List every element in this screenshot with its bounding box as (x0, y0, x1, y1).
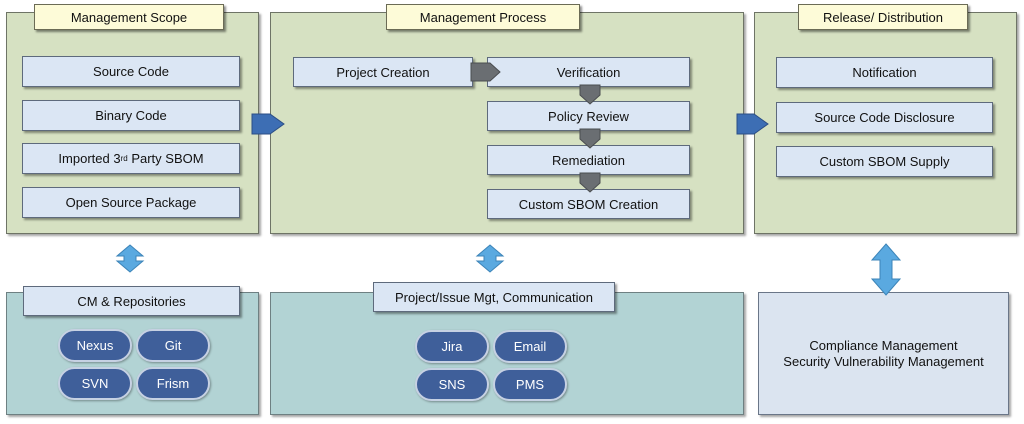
tool-frism: Frism (136, 367, 210, 400)
compliance-panel: Compliance Management Security Vulnerabi… (758, 292, 1009, 415)
tool-sns: SNS (415, 368, 489, 401)
scope-item-source-code: Source Code (22, 56, 240, 87)
tool-git: Git (136, 329, 210, 362)
tool-email: Email (493, 330, 567, 363)
arrow-process-project-bidirectional (475, 244, 505, 273)
arrow-scope-to-process (251, 113, 285, 135)
tool-svn: SVN (58, 367, 132, 400)
arrow-policy-to-remediation (579, 128, 601, 149)
compliance-line-2: Security Vulnerability Management (783, 353, 984, 369)
arrow-process-to-release (736, 113, 769, 135)
arrow-remediation-to-sbom (579, 172, 601, 193)
management-scope-title: Management Scope (34, 4, 224, 30)
management-process-title: Management Process (386, 4, 580, 30)
scope-item-imported-sbom-label: Imported 3 (58, 151, 121, 166)
release-distribution-title: Release/ Distribution (798, 4, 968, 30)
process-step-custom-sbom-creation: Custom SBOM Creation (487, 189, 690, 219)
process-step-verification: Verification (487, 57, 690, 87)
scope-item-open-source-package: Open Source Package (22, 187, 240, 218)
tool-nexus: Nexus (58, 329, 132, 362)
arrow-verification-to-policy (579, 84, 601, 105)
arrow-creation-to-verification (470, 62, 501, 82)
process-project-creation: Project Creation (293, 57, 473, 87)
release-item-source-code-disclosure: Source Code Disclosure (776, 102, 993, 133)
tool-pms: PMS (493, 368, 567, 401)
cm-repositories-title: CM & Repositories (23, 286, 240, 316)
compliance-line-1: Compliance Management (809, 337, 958, 353)
arrow-scope-cm-bidirectional (115, 244, 145, 273)
scope-item-binary-code: Binary Code (22, 100, 240, 131)
tool-jira: Jira (415, 330, 489, 363)
arrow-release-compliance-bidirectional (870, 243, 902, 296)
release-item-custom-sbom-supply: Custom SBOM Supply (776, 146, 993, 177)
scope-item-imported-sbom-suffix: Party SBOM (127, 151, 204, 166)
project-issue-title: Project/Issue Mgt, Communication (373, 282, 615, 312)
release-item-notification: Notification (776, 57, 993, 88)
